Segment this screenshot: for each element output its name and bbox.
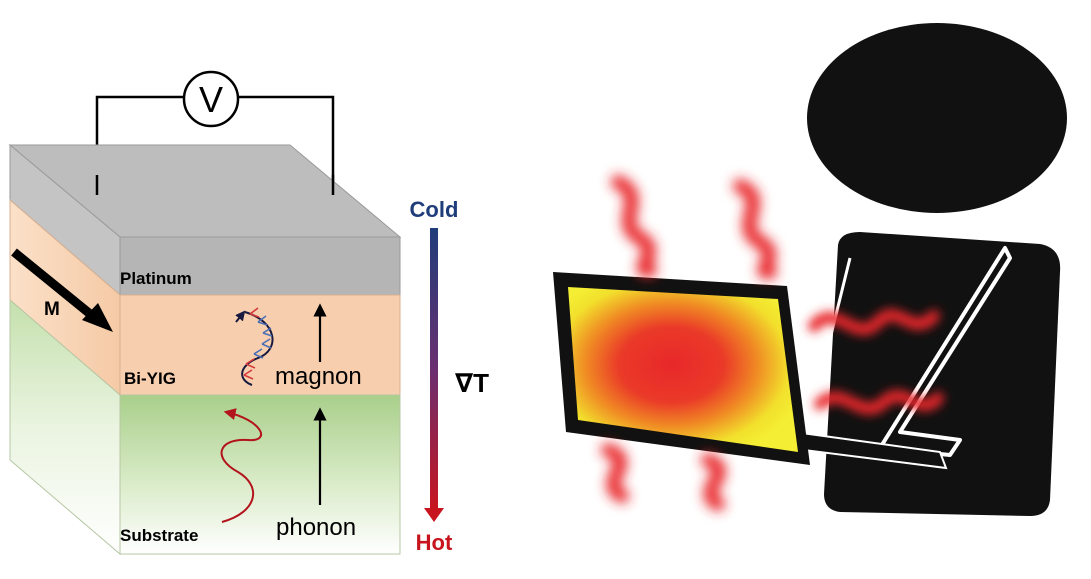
magnetization-label: M bbox=[44, 299, 60, 320]
heat-wave-4 bbox=[701, 453, 726, 511]
voltmeter-symbol: V bbox=[199, 79, 223, 120]
bi-yig-label: Bi-YIG bbox=[124, 369, 176, 388]
heat-wave-2 bbox=[733, 179, 777, 280]
platinum-front-face bbox=[119, 236, 401, 296]
body-heat-waves bbox=[808, 309, 944, 415]
person-body bbox=[824, 232, 1061, 516]
platinum-label: Platinum bbox=[120, 269, 192, 288]
bi-yig-front-face bbox=[119, 294, 401, 396]
hot-label: Hot bbox=[416, 530, 453, 555]
gradient-arrow-head bbox=[424, 508, 444, 522]
heat-wave-1 bbox=[611, 175, 657, 278]
laptop-screen bbox=[568, 287, 798, 452]
phonon-wave bbox=[220, 408, 262, 523]
magnon-wave-arrow bbox=[235, 310, 246, 323]
substrate-front-face bbox=[119, 394, 401, 555]
person-arm-outline bbox=[808, 257, 852, 421]
body-heat-wave-2 bbox=[814, 390, 944, 415]
phonon-label: phonon bbox=[276, 514, 356, 541]
cold-label: Cold bbox=[410, 197, 459, 222]
magnon-label: magnon bbox=[275, 363, 362, 390]
body-heat-wave-1 bbox=[808, 309, 940, 336]
magnon-spin-wave bbox=[235, 307, 274, 386]
person-laptop-illustration bbox=[553, 23, 1067, 516]
substrate-label: Substrate bbox=[120, 526, 198, 545]
person-head bbox=[807, 23, 1067, 213]
device-diagram: V M Platinum Bi-YIG Substrate bbox=[8, 70, 489, 556]
wire-right bbox=[239, 95, 335, 195]
gradient-symbol: ∇T bbox=[455, 368, 489, 398]
magnetization-arrow-shaft bbox=[11, 248, 103, 326]
magnetization-arrow-head bbox=[82, 303, 113, 332]
heat-wave-3 bbox=[601, 443, 629, 503]
voltmeter-circle bbox=[182, 70, 240, 128]
heat-waves bbox=[601, 175, 777, 511]
gradient-bar bbox=[430, 228, 438, 510]
magnon-wave-line bbox=[241, 311, 274, 386]
